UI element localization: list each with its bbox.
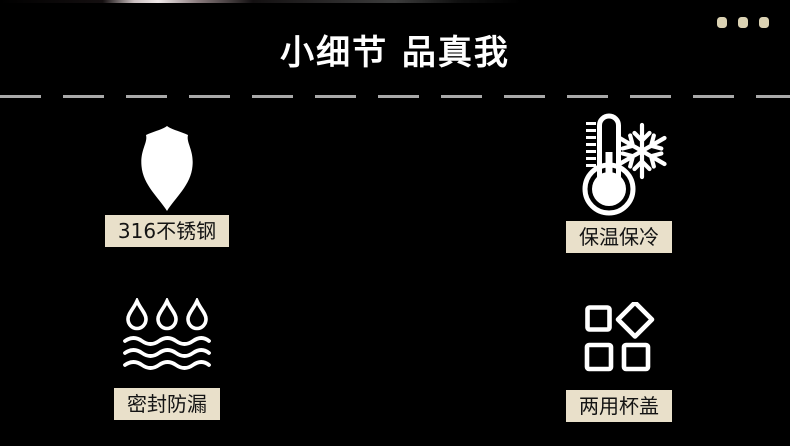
feature-dual-lid: 两用杯盖 <box>509 302 729 422</box>
feature-thermal: 保温保冷 <box>509 110 729 253</box>
dot-icon <box>738 17 748 28</box>
dot-icon <box>759 17 769 28</box>
feature-stainless-steel: 316不锈钢 <box>57 126 277 247</box>
feature-label: 316不锈钢 <box>104 215 230 247</box>
feature-label: 保温保冷 <box>566 221 672 253</box>
feature-label: 两用杯盖 <box>566 390 672 422</box>
squares-diamond-icon <box>581 302 657 374</box>
water-drops-waves-icon <box>123 298 211 370</box>
feature-label: 密封防漏 <box>114 388 220 420</box>
thermometer-snowflake-icon <box>569 110 669 216</box>
photo-edge-strip <box>0 0 790 3</box>
section-title: 小细节 品真我 <box>280 33 510 73</box>
feature-leakproof: 密封防漏 <box>57 298 277 420</box>
dot-icon <box>717 17 727 28</box>
shield-icon <box>131 126 203 212</box>
ellipsis-dots-icon <box>717 17 769 28</box>
dashed-divider <box>0 95 790 98</box>
